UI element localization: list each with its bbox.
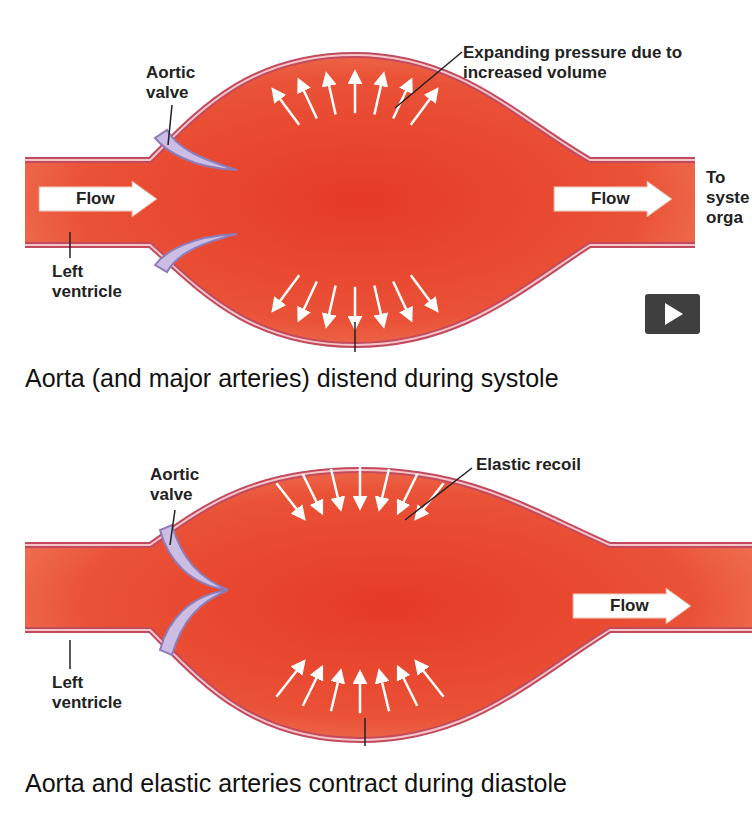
recoil-arrows [276,467,443,713]
valve-leaflet [160,590,228,655]
force-arrow [359,467,362,503]
vessel-wall [25,470,752,545]
part-label: Left ventricle [52,673,152,713]
force-arrow [411,93,434,125]
caption: Aorta (and major arteries) distend durin… [25,363,559,393]
vessel-wall [25,245,695,345]
callout-text: Expanding pressure due to increased volu… [463,43,723,83]
force-arrow [393,282,409,316]
force-arrow [276,665,301,697]
valve-leaflet [160,525,228,590]
force-arrow [411,275,434,307]
force-arrow [303,672,320,706]
valve-leaflet [155,234,237,272]
force-arrow [276,483,301,515]
force-arrow [301,282,317,316]
force-arrow [400,672,417,706]
force-arrow [374,79,382,115]
part-label: Aortic valve [150,465,230,505]
force-arrow [393,84,409,118]
part-label: Aortic valve [146,63,226,103]
force-arrow [380,675,389,711]
force-arrow [354,287,357,323]
leader-lines [70,52,472,746]
force-arrow [374,285,382,321]
play-button [645,294,700,334]
aorta-distended [25,55,695,345]
valve-leaflet [155,130,237,170]
play-icon [665,303,683,325]
caption: Aorta and elastic arteries contract duri… [25,768,567,798]
force-arrow [276,275,299,307]
force-arrow [276,93,299,125]
vessel-wall [25,470,752,545]
destination-label: To syste orga [706,168,752,228]
flow-text: Flow [553,180,673,218]
flow-arrow: Flow [553,180,673,218]
force-arrow [419,665,444,697]
flow-arrow: Flow [38,180,158,218]
force-arrow [359,677,362,713]
force-arrow [380,469,389,505]
flow-text: Flow [572,587,692,625]
callout-text: Elastic recoil [476,455,676,475]
vessel-wall [25,630,752,740]
vessel-wall [25,630,752,740]
flow-text: Flow [38,180,158,218]
force-arrow [400,474,417,508]
force-arrow [354,77,357,113]
part-label: Left ventricle [52,262,152,302]
force-arrow [331,469,340,505]
pressure-arrows [276,77,434,323]
force-arrow [327,79,335,115]
force-arrow [327,285,335,321]
vessel-wall [25,245,695,345]
force-arrow [331,675,340,711]
force-arrow [303,474,320,508]
flow-arrow: Flow [572,587,692,625]
force-arrow [301,84,317,118]
aorta-recoiling [25,470,752,740]
